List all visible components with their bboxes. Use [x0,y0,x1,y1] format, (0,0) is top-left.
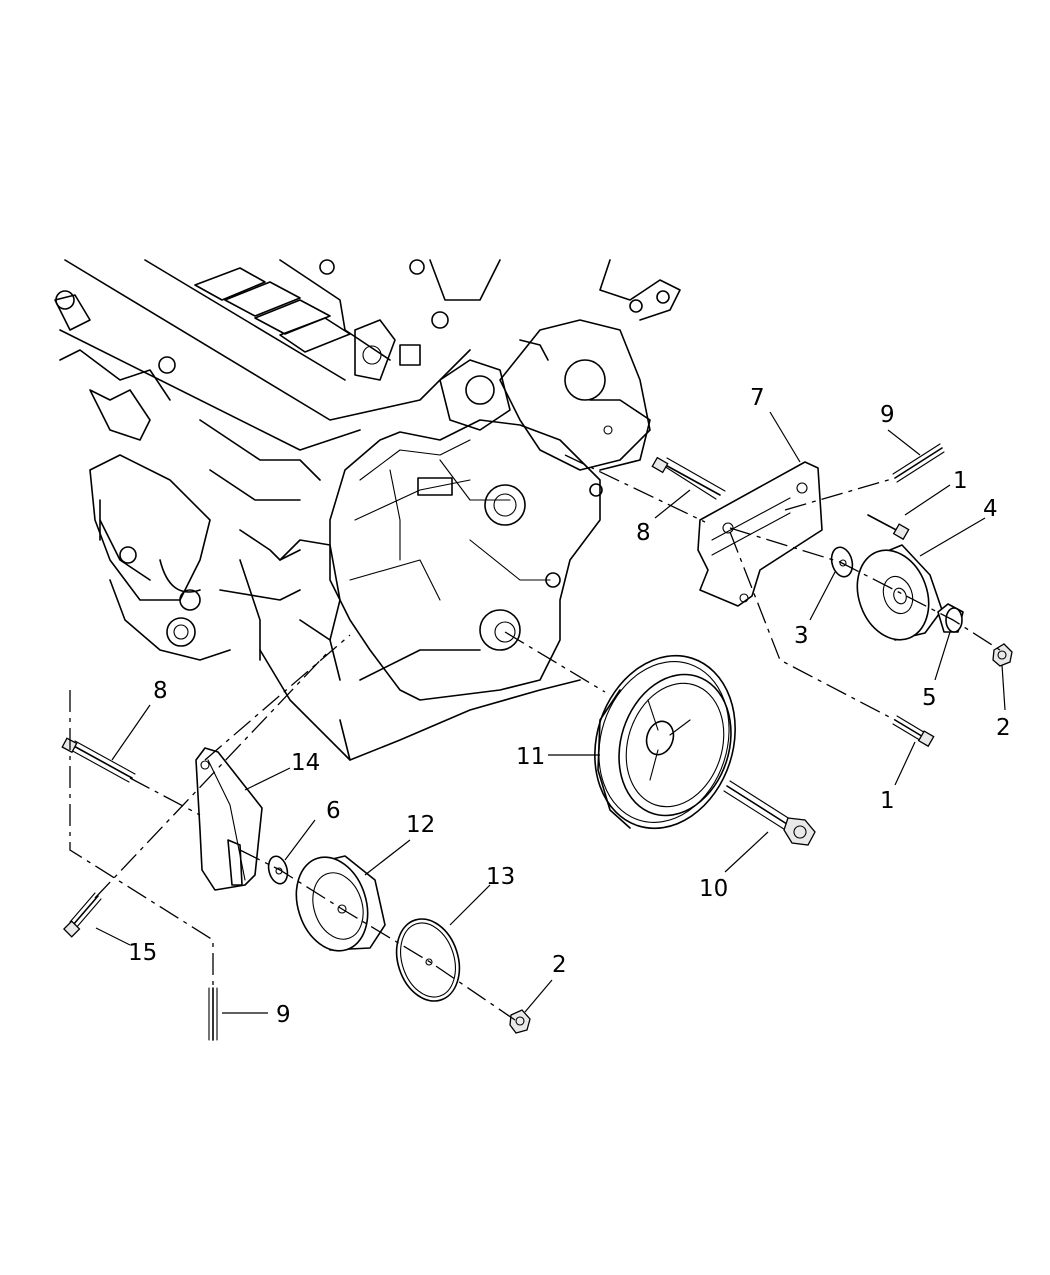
bolt-8-upper [651,456,726,500]
callout-9: 9 [880,402,895,428]
washer-6 [267,855,289,885]
dust-cover-13 [395,918,461,1002]
callout-9: 9 [276,1002,291,1028]
callout-13: 13 [486,864,515,890]
bolt-8-lower [61,737,136,783]
idler-bracket-lower [195,747,263,891]
bolt-1-upper [867,514,910,541]
callout-leaders [95,411,1006,1014]
callout-4: 4 [983,496,998,522]
callout-14: 14 [291,750,320,776]
idler-bracket-upper [697,461,823,607]
stud-9-upper [892,443,945,483]
callout-2: 2 [552,952,567,978]
assembly-centerlines [69,454,1001,1021]
engine-block [54,259,681,761]
idler-pulley-4 [856,544,943,641]
callout-8: 8 [153,678,168,704]
nut-2-right [992,643,1013,667]
idler-pulley-12 [295,855,386,952]
callout-12: 12 [406,812,435,838]
callout-labels: 7 9 1 4 8 3 5 2 1 11 10 8 14 6 12 13 2 1… [128,385,1011,1028]
nut-2-lower [509,1009,531,1034]
bolt-1-lower [892,715,935,748]
callout-6: 6 [326,798,341,824]
stud-9-lower [208,987,218,1041]
lower-idler-assembly [61,737,531,1041]
callout-11: 11 [516,744,545,770]
callout-5: 5 [922,685,937,711]
bolt-15 [63,892,102,938]
callout-10: 10 [699,876,728,902]
upper-idler-assembly [651,443,1013,748]
callout-3: 3 [794,623,809,649]
crankshaft-pulley-11 [594,654,736,830]
callout-8: 8 [636,520,651,546]
callout-15: 15 [128,940,157,966]
callout-1: 1 [953,468,968,494]
crankshaft-bolt-10 [723,780,816,846]
callout-1: 1 [880,788,895,814]
callout-7: 7 [750,385,765,411]
washer-3 [830,546,854,578]
callout-2: 2 [996,715,1011,741]
